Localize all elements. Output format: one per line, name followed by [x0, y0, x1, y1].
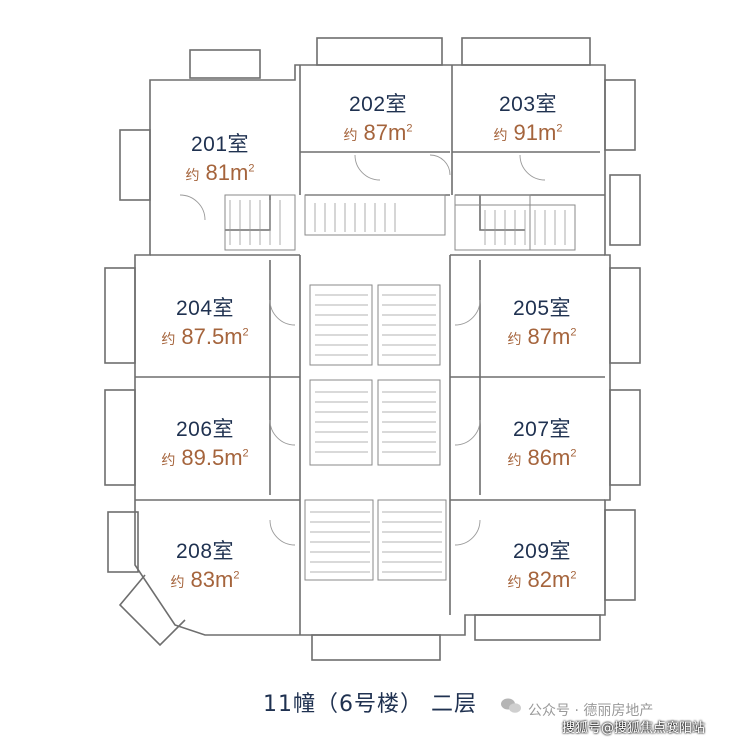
stair [377, 284, 441, 366]
door [179, 194, 206, 221]
balcony [609, 389, 641, 486]
balcony [104, 389, 136, 486]
stair [454, 194, 531, 251]
door [429, 154, 451, 176]
balcony [104, 267, 136, 364]
balcony [604, 79, 636, 151]
balcony [474, 614, 601, 641]
door [519, 154, 546, 181]
watermark-text: 公众号 · 德丽房地产 [528, 703, 654, 719]
door [454, 419, 481, 446]
partition [299, 500, 451, 635]
balcony [119, 129, 151, 201]
balcony [189, 49, 261, 79]
balcony [316, 37, 443, 66]
room-name: 207室 [512, 418, 572, 441]
room-name: 205室 [512, 297, 572, 320]
balcony [461, 37, 591, 66]
door [269, 299, 296, 326]
stair [377, 499, 447, 581]
room-name: 203室 [498, 93, 558, 116]
room-name: 202室 [348, 93, 408, 116]
floor-title: 11幢（6号楼） 二层 [263, 692, 477, 717]
door [454, 519, 481, 546]
balcony [107, 511, 139, 573]
room-name: 204室 [175, 297, 235, 320]
room-name: 201室 [190, 133, 250, 156]
door [354, 154, 381, 181]
stair [309, 379, 373, 466]
balcony [118, 574, 186, 647]
room-name: 209室 [512, 540, 572, 563]
partition [269, 260, 481, 495]
stair [304, 194, 446, 236]
door [269, 419, 296, 446]
wechat-icon [501, 698, 521, 713]
partition [299, 255, 451, 500]
corridor [454, 204, 576, 251]
balcony [311, 634, 441, 661]
stair [224, 194, 296, 251]
watermark-text: 搜狐号@搜狐焦点襄阳站 [562, 721, 706, 736]
stair [309, 284, 373, 366]
room-name: 206室 [175, 418, 235, 441]
door [269, 519, 296, 546]
balcony [609, 267, 641, 364]
stair [377, 379, 441, 466]
stair [304, 499, 374, 581]
room-name: 208室 [175, 540, 235, 563]
balcony [609, 174, 641, 246]
floor-plan [104, 37, 641, 661]
door [454, 299, 481, 326]
balcony [604, 509, 636, 601]
